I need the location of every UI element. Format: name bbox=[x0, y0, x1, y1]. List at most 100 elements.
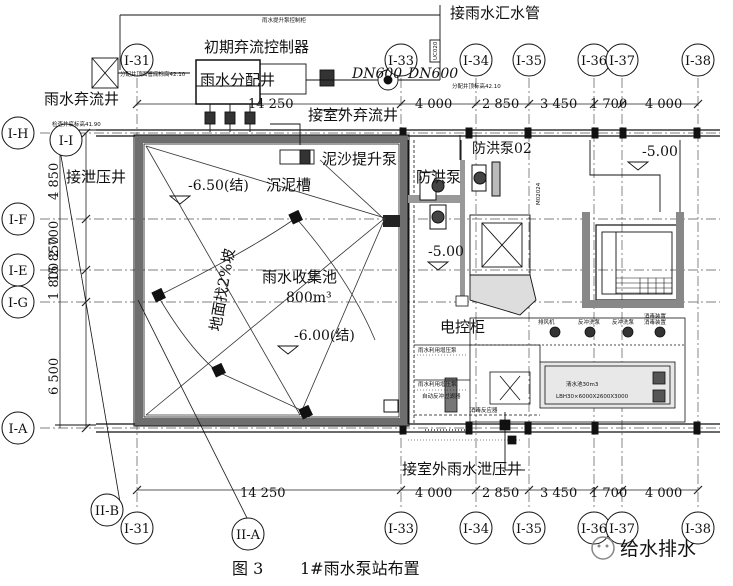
axis-left-3-label: I-E bbox=[8, 264, 27, 279]
dim-top-5: 4 000 bbox=[645, 97, 682, 112]
dim-text-bottom: 14 250 4 000 2 850 3 450 1 700 4 000 bbox=[240, 486, 682, 501]
top-structures bbox=[55, 5, 461, 426]
axis-top-1-bubble bbox=[384, 43, 418, 77]
dim-bottom-0: 14 250 bbox=[240, 486, 286, 501]
axis-bottom-3-bubble bbox=[512, 511, 546, 545]
axis-bottom-3-label: I-35 bbox=[516, 522, 542, 537]
axis-top-5-label: I-37 bbox=[609, 54, 635, 69]
label-control-cabinet: 电控柜 bbox=[440, 318, 485, 336]
label-overflow-well: 雨水弃流井 bbox=[44, 90, 119, 108]
axis-bottom-5-label: I-37 bbox=[609, 522, 635, 537]
axis-left-1-bubble bbox=[49, 123, 83, 157]
axis-top-6-label: I-38 bbox=[685, 54, 711, 69]
label-dn-a: DN600 bbox=[351, 66, 402, 82]
label-pool: 雨水收集池 bbox=[262, 268, 337, 286]
axis-bottom-5-bubble bbox=[605, 511, 639, 545]
dim-bottom-4: 1 700 bbox=[590, 486, 627, 501]
axis-bottom-extra-0-bubble bbox=[90, 493, 124, 527]
label-sludge-pump: 泥沙提升泵 bbox=[322, 150, 397, 168]
small-notes: 分配井顶面管底标高42.10 检查井底标高41.90 分配井顶标高42.10 雨… bbox=[52, 16, 667, 414]
axis-top-0-label: I-31 bbox=[124, 54, 150, 69]
level-markers bbox=[168, 161, 650, 355]
axis-left-1-label: I-I bbox=[59, 134, 74, 149]
collection-tank bbox=[133, 134, 410, 427]
dim-left-3: 6 500 bbox=[47, 358, 62, 395]
axis-left-2-label: I-F bbox=[9, 213, 28, 228]
axis-left-5-bubble bbox=[1, 411, 35, 445]
axis-bottom-6-label: I-38 bbox=[685, 522, 711, 537]
note-top: 雨水提升泵控制柜 bbox=[262, 16, 307, 24]
watermark: 给水排水 bbox=[591, 536, 696, 560]
dim-top-3: 3 450 bbox=[540, 97, 577, 112]
note-pipe-1: 分配井顶面管底标高42.10 bbox=[120, 70, 186, 78]
dim-text-top: 14 250 4 000 2 850 3 450 1 700 4 000 bbox=[248, 97, 682, 112]
tag-vert-1: UC020 bbox=[433, 41, 439, 60]
label-flood-pump-02: 防洪泵02 bbox=[472, 141, 532, 157]
dim-left-0: 4 850 bbox=[47, 163, 62, 200]
axis-bottom-2-label: I-34 bbox=[463, 522, 489, 537]
label-flood-pump: 防洪泵 bbox=[416, 168, 461, 186]
eq-label-8: 自动反冲过滤器 bbox=[422, 392, 461, 400]
eq-label-1: 排风机 bbox=[538, 318, 555, 326]
label-level-b: -5.00 bbox=[428, 244, 464, 260]
axis-bottom-0-label: I-31 bbox=[124, 522, 150, 537]
axis-top-2-label: I-34 bbox=[463, 54, 489, 69]
pump-corridor bbox=[407, 140, 501, 424]
sump-blocks bbox=[151, 209, 313, 420]
label-dn-b: DN600 bbox=[407, 66, 458, 82]
eq-label-7: 雨水利用增压泵 bbox=[418, 380, 457, 388]
label-level-d: -6.00(结) bbox=[294, 328, 355, 344]
equipment-room bbox=[414, 295, 686, 471]
axis-top-3-bubble bbox=[512, 43, 546, 77]
dim-top-0: 14 250 bbox=[248, 97, 294, 112]
label-level-c: -5.00 bbox=[642, 144, 678, 160]
label-relief-well: 接泄压井 bbox=[66, 168, 126, 186]
eq-label-10: LBH30×6000X2600X3000 bbox=[556, 394, 629, 400]
axis-bottom-1-bubble bbox=[384, 511, 418, 545]
caption-title: 1#雨水泵站布置 bbox=[300, 559, 420, 578]
axis-bottom-4-label: I-36 bbox=[581, 522, 607, 537]
note-pipe-2: 检查井底标高41.90 bbox=[52, 120, 101, 128]
eq-label-11: 消毒反应器 bbox=[470, 406, 498, 414]
label-sludge-tank: 沉泥槽 bbox=[266, 176, 311, 194]
caption-fig: 图 3 bbox=[232, 559, 263, 578]
dim-top-1: 4 000 bbox=[415, 97, 452, 112]
watermark-text: 给水排水 bbox=[620, 538, 696, 560]
dim-left-total: 15 850 bbox=[47, 237, 62, 283]
dim-left-2: 1 800 bbox=[47, 263, 62, 300]
axis-bottom-extra-1-bubble bbox=[231, 517, 265, 551]
label-collector-pipe: 接雨水汇水管 bbox=[450, 4, 540, 22]
label-first-flush-controller: 初期弃流控制器 bbox=[204, 38, 309, 56]
label-level-a: -6.50(结) bbox=[188, 178, 249, 194]
dim-top-2: 2 850 bbox=[482, 97, 519, 112]
dim-bottom-1: 4 000 bbox=[415, 486, 452, 501]
axis-top-5-bubble bbox=[605, 43, 639, 77]
dim-top-4: 1 700 bbox=[590, 97, 627, 112]
core-block bbox=[469, 140, 684, 316]
label-volume: 800m³ bbox=[286, 290, 332, 306]
figure-caption: 图 3 1#雨水泵站布置 bbox=[232, 559, 420, 578]
wechat-icon bbox=[591, 536, 615, 560]
axis-left-4-bubble bbox=[1, 285, 35, 319]
axis-top-1-label: I-33 bbox=[388, 54, 414, 69]
axis-left-5-label: I-A bbox=[9, 422, 29, 437]
dim-bottom-2: 2 850 bbox=[482, 486, 519, 501]
eq-label-6: 雨水利用增压泵 bbox=[418, 346, 457, 354]
axis-bottom-1-label: I-33 bbox=[388, 522, 414, 537]
label-outdoor-relief-well: 接室外雨水泄压井 bbox=[402, 460, 522, 478]
tag-vert-2: M02024 bbox=[536, 182, 542, 205]
axis-top-3-label: I-35 bbox=[516, 54, 542, 69]
axis-bottom-extra-1-label: II-A bbox=[236, 528, 261, 543]
dim-bottom-5: 4 000 bbox=[645, 486, 682, 501]
dimension-lines bbox=[59, 99, 703, 495]
axis-left-0-label: I-H bbox=[8, 127, 29, 142]
label-diversion-well: 雨水分配井 bbox=[200, 71, 275, 89]
note-pipe-3: 分配井顶标高42.10 bbox=[452, 82, 501, 90]
eq-label-5: 消毒装置 bbox=[644, 312, 667, 320]
axis-bottom-extra-0-label: II-B bbox=[95, 504, 119, 519]
label-outdoor-overflow-well: 接室外弃流井 bbox=[308, 106, 398, 124]
eq-label-4: 消毒装置 bbox=[644, 318, 667, 326]
eq-label-3: 反冲洗泵 bbox=[612, 318, 635, 326]
